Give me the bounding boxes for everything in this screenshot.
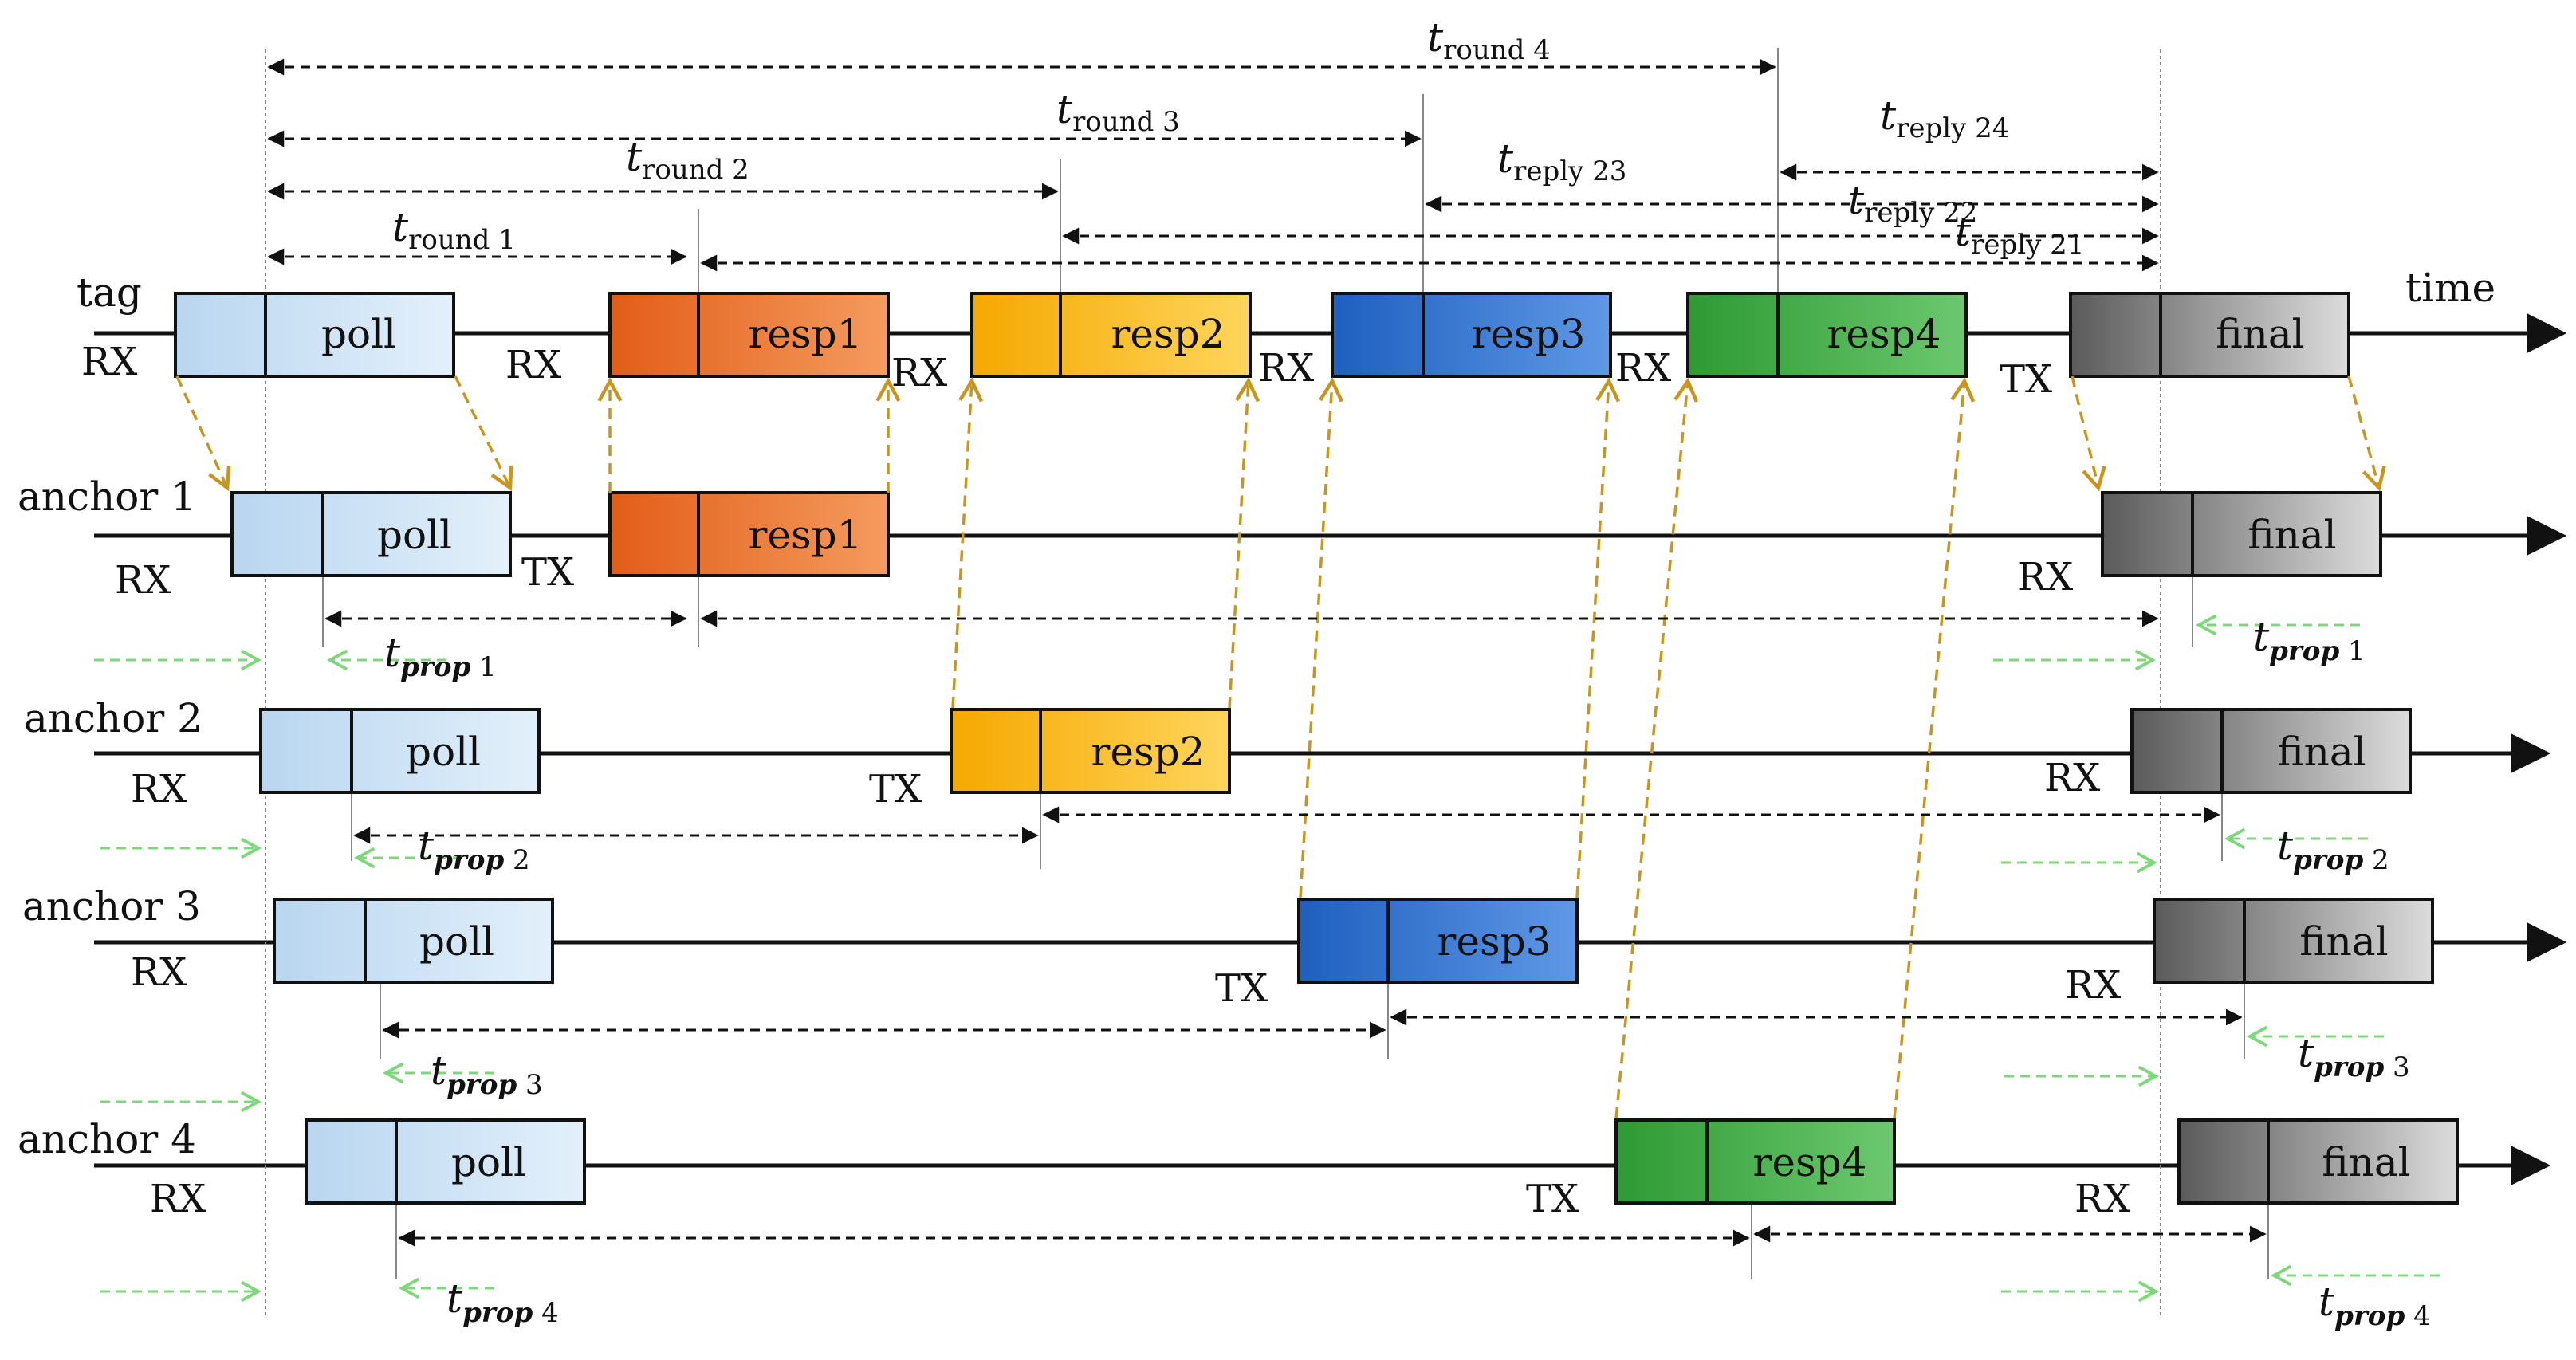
state-a1-rx-2: RX	[2017, 555, 2073, 599]
label-t-prop-3-left: tprop 3	[431, 1048, 543, 1101]
state-a2-tx: TX	[869, 767, 922, 812]
signal-resp4-start	[1614, 381, 1688, 1119]
label-time: time	[2405, 265, 2495, 311]
prop-labels: tprop 1 tprop 1 tprop 2 tprop 2 tprop 3 …	[384, 614, 2431, 1332]
label-t-reply-22: treply 22	[1848, 177, 1977, 229]
signal-final-start	[2071, 375, 2098, 488]
label-t-prop-4-left: tprop 4	[446, 1275, 559, 1329]
frame-a3-resp3: resp3	[1297, 898, 1579, 984]
reference-lines	[265, 49, 2161, 1315]
state-a2-rx-2: RX	[2044, 756, 2100, 800]
state-tag-rx-1: RX	[81, 340, 137, 384]
frame-a2-poll-label: poll	[406, 729, 481, 775]
frame-a2-resp2-label: resp2	[1091, 729, 1205, 775]
frame-tag-resp3-label: resp3	[1472, 311, 1586, 357]
frame-tag-resp4-label: resp4	[1827, 311, 1941, 357]
row-labels: tag time anchor 1 anchor 2 anchor 3 anch…	[18, 265, 2495, 1162]
label-t-round-3: tround 3	[1056, 86, 1180, 138]
frame-a2-final-label: final	[2277, 729, 2366, 775]
interval-labels: tround 4 tround 3 tround 2 tround 1 trep…	[392, 14, 2084, 261]
prop-arrows	[94, 625, 2440, 1291]
label-t-reply-23: treply 23	[1497, 136, 1626, 187]
frame-a4-final: final	[2177, 1118, 2459, 1205]
frame-a3-resp3-label: resp3	[1437, 918, 1551, 965]
state-a1-rx-1: RX	[115, 558, 171, 603]
frame-a1-final: final	[2101, 491, 2382, 577]
state-a3-rx-1: RX	[131, 950, 187, 995]
label-anchor-3: anchor 3	[22, 883, 201, 930]
frame-tag-resp2: resp2	[970, 292, 1252, 378]
frame-a2-final: final	[2130, 708, 2412, 794]
label-t-prop-1-right: tprop 1	[2253, 614, 2366, 667]
frame-tag-resp3: resp3	[1331, 292, 1612, 378]
frame-tag-resp1-label: resp1	[749, 311, 863, 357]
interval-arrows	[267, 58, 2267, 1247]
state-labels: RX RX RX RX RX TX RX TX RX RX TX RX RX T…	[81, 340, 2130, 1221]
state-a3-tx: TX	[1215, 966, 1268, 1011]
signal-poll-end	[454, 375, 510, 488]
state-tag-rx-2: RX	[505, 343, 561, 387]
frame-a1-poll-label: poll	[377, 512, 452, 558]
label-t-round-4: tround 4	[1427, 14, 1551, 66]
state-a4-tx: TX	[1526, 1177, 1579, 1221]
state-tag-rx-4: RX	[1258, 346, 1314, 391]
state-tag-tx: TX	[2000, 357, 2052, 402]
frame-a3-final: final	[2153, 898, 2434, 984]
frame-a1-resp1-label: resp1	[749, 512, 863, 558]
label-anchor-2: anchor 2	[24, 695, 203, 741]
frame-tag-resp2-label: resp2	[1111, 311, 1225, 357]
label-t-reply-24: treply 24	[1880, 92, 2009, 144]
label-t-prop-1-left: tprop 1	[384, 630, 497, 683]
frame-a4-final-label: final	[2322, 1139, 2410, 1185]
state-a3-rx-2: RX	[2065, 963, 2121, 1008]
label-t-round-2: tround 2	[626, 134, 749, 186]
frame-a3-poll: poll	[273, 898, 554, 984]
frame-a4-resp4: resp4	[1614, 1118, 1896, 1205]
frame-tag-poll: poll	[174, 292, 455, 378]
label-anchor-1: anchor 1	[18, 474, 196, 520]
frame-tag-resp4: resp4	[1686, 292, 1968, 378]
label-t-prop-3-right: tprop 3	[2298, 1030, 2410, 1083]
frame-tag-poll-label: poll	[321, 311, 396, 357]
frame-a4-poll-label: poll	[451, 1139, 526, 1185]
state-tag-rx-3: RX	[891, 351, 947, 395]
signal-resp4-end	[1893, 381, 1964, 1119]
state-a4-rx-2: RX	[2075, 1177, 2130, 1221]
signal-final-end	[2347, 375, 2379, 488]
signal-resp2-start	[951, 381, 972, 709]
label-t-prop-2-left: tprop 2	[418, 823, 530, 876]
label-t-prop-4-right: tprop 4	[2318, 1279, 2431, 1332]
signal-arrows	[175, 375, 2379, 1119]
frame-a2-resp2: resp2	[950, 708, 1231, 794]
frame-tag-final: final	[2069, 292, 2350, 378]
state-a4-rx-1: RX	[150, 1177, 206, 1221]
signal-resp3-end	[1575, 381, 1609, 898]
label-t-round-1: tround 1	[392, 204, 516, 256]
state-tag-rx-5: RX	[1615, 346, 1671, 391]
frame-a4-poll: poll	[305, 1118, 586, 1205]
frame-tag-resp1: resp1	[608, 292, 890, 378]
frame-a4-resp4-label: resp4	[1753, 1139, 1867, 1185]
state-a2-rx-1: RX	[131, 767, 187, 812]
state-a1-tx: TX	[521, 550, 574, 595]
frames: poll resp1 resp2 resp3 resp4 final	[174, 292, 2459, 1205]
label-anchor-4: anchor 4	[18, 1116, 196, 1162]
label-t-prop-2-right: tprop 2	[2277, 823, 2389, 876]
frame-a1-final-label: final	[2248, 512, 2336, 558]
frame-a3-poll-label: poll	[419, 918, 494, 965]
signal-resp2-end	[1228, 381, 1249, 709]
label-tag: tag	[77, 269, 142, 316]
label-t-reply-21: treply 21	[1955, 209, 2084, 261]
frame-a2-poll: poll	[259, 708, 541, 794]
frame-a1-resp1: resp1	[608, 491, 890, 577]
frame-a3-final-label: final	[2299, 918, 2388, 965]
signal-resp3-start	[1299, 381, 1332, 898]
frame-tag-final-label: final	[2216, 311, 2304, 357]
signal-poll-start	[175, 375, 227, 488]
frame-a1-poll: poll	[230, 491, 512, 577]
